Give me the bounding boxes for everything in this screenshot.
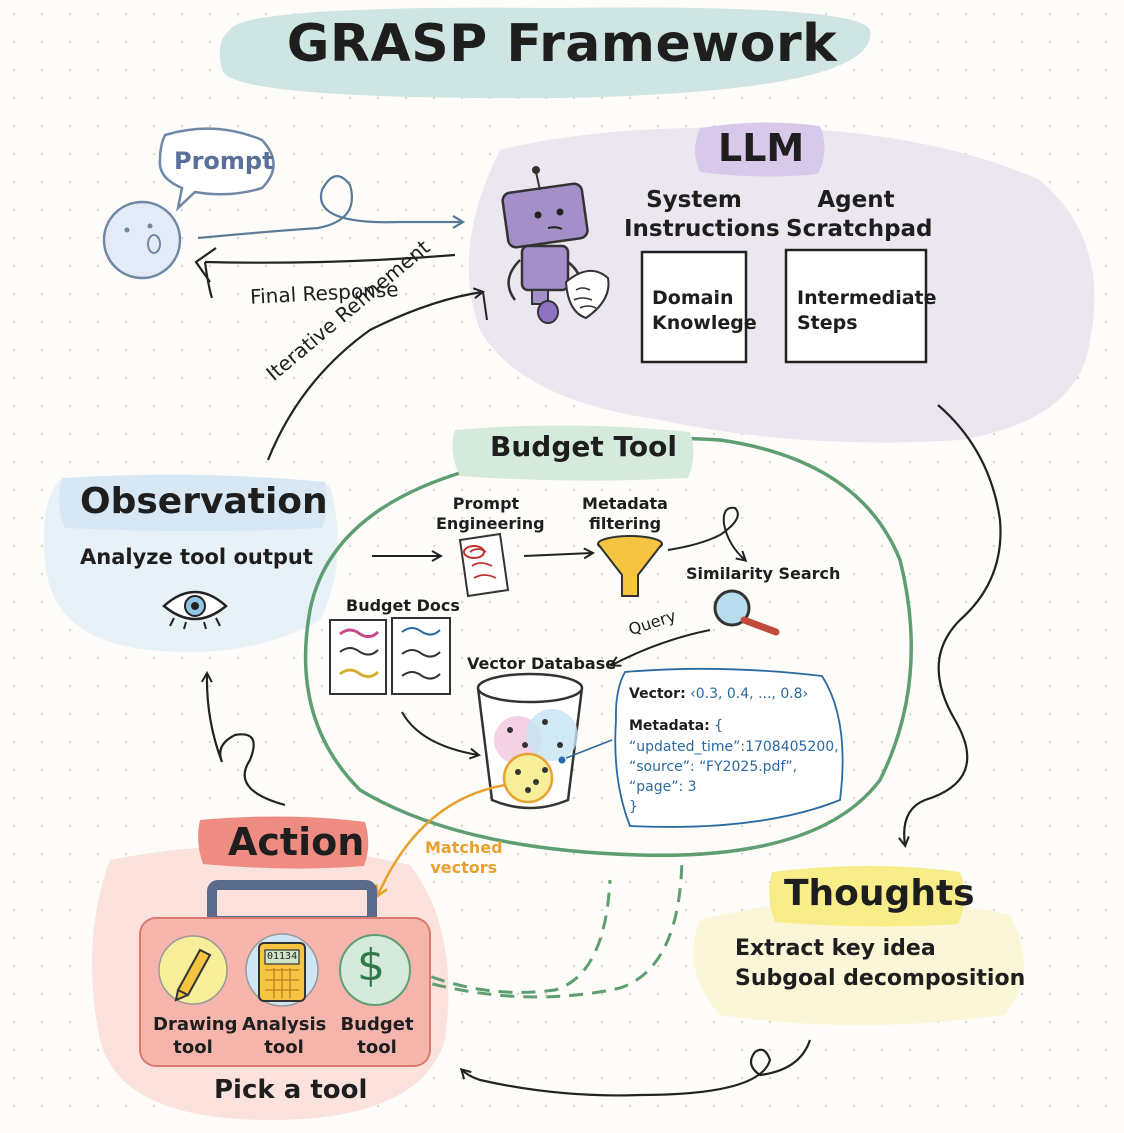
metadata-key: Metadata: [629,718,710,735]
pick-tool-label: Pick a tool [214,1075,368,1105]
title-blob [219,7,871,99]
metadata-to-similarity-arrow [667,506,745,560]
action-to-observation-arrow [207,674,286,807]
llm-label: LLM [718,126,805,170]
action-label: Action [228,820,365,864]
vector-metadata-text: Vector: ‹0.3, 0.4, ..., 0.8› Metadata: {… [629,684,839,818]
magnifier-icon [713,589,780,636]
drawing-tool-label[interactable]: Drawing tool [153,1014,238,1058]
thoughts-blob [693,898,1024,1025]
prompt-label: Prompt [174,147,274,175]
budget-docs-icon [329,617,451,695]
thoughts-label-bg [769,866,965,927]
final-response-arrow [204,253,456,264]
llm-blob [468,127,1095,443]
domain-knowledge-box [640,250,748,364]
eye-icon [160,582,230,634]
robot-illustration [501,166,610,324]
metadata-close: } [629,799,638,816]
analysis-tool-label[interactable]: Analysis tool [242,1014,327,1058]
thoughts-to-action-arrow [462,1039,812,1097]
pencil-icon [174,948,212,1002]
speech-bubble [158,127,275,212]
llm-label-bg [695,122,825,177]
user-face [102,200,182,280]
observation-desc: Analyze tool output [80,545,313,569]
thoughts-line-1: Extract key idea [735,936,936,961]
vector-callout-line [565,739,613,759]
metadata-filtering-label: Metadata filtering [582,494,668,533]
prompt-engineering-label: Prompt Engineering [436,494,545,533]
query-arrow [612,629,711,665]
metadata-source: “source”: “FY2025.pdf”, [629,758,798,775]
agent-scratchpad-label: Agent Scratchpad [786,187,933,242]
observation-label-bg [59,474,327,531]
budget-label-bg [452,425,694,481]
vector-callout [614,667,844,828]
calculator-icon [258,942,306,1002]
page-title: GRASP Framework [286,14,838,74]
funnel-icon [597,535,663,597]
intermediate-steps-label: Intermediate Steps [797,287,937,334]
budget-docs-label: Budget Docs [346,596,460,615]
matched-vectors-arrow [378,783,506,895]
budget-tool-bg [339,934,411,1006]
iterative-refinement-arrow [266,292,482,461]
budget-tool-option-label[interactable]: Budget tool [340,1014,414,1058]
budget-tool-label: Budget Tool [490,430,677,463]
system-instructions-label: System Instructions [624,187,780,242]
thoughts-label: Thoughts [784,873,975,914]
thoughts-line-2: Subgoal decomposition [735,966,1026,991]
action-label-bg [198,816,369,869]
budget-dashed-line-2 [409,857,684,999]
domain-knowledge-label: Domain Knowlege [652,287,757,334]
prompt-eng-to-metadata-arrow [523,553,592,556]
vector-database-label: Vector Database [467,654,617,673]
dollar-icon: $ [357,940,385,991]
prompt-doc-icon [458,532,510,598]
vector-key: Vector: [629,686,686,702]
prompt-arrow [197,175,466,240]
llm-to-thoughts-arrow [904,404,1002,845]
intermediate-steps-box [784,248,928,364]
similarity-search-label: Similarity Search [686,564,841,583]
metadata-open: { [714,718,724,735]
observation-label: Observation [80,481,328,522]
vector-database-icon [476,672,584,810]
metadata-updated-time: “updated_time”:1708405200, [629,738,839,755]
docs-to-db-arrow [401,711,478,755]
matched-vectors-label: Matched vectors [425,838,503,877]
budget-dashed-line-1 [409,879,612,994]
metadata-page: “page”: 3 [629,779,697,796]
calculator-display: 01134 [267,951,298,962]
budget-tool-border [303,436,913,858]
vector-value: ‹0.3, 0.4, ..., 0.8› [690,686,809,702]
